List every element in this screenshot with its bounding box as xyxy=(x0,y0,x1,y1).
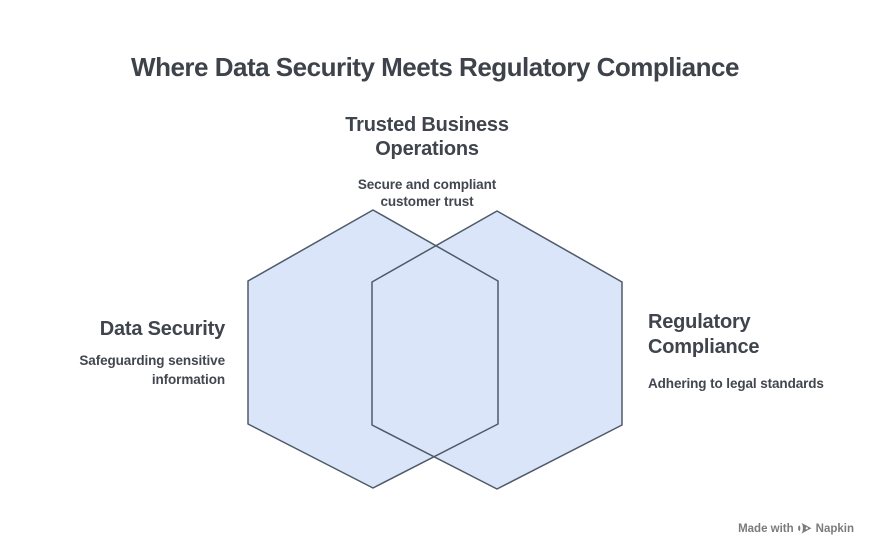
napkin-watermark: Made with Napkin xyxy=(738,522,854,535)
intersection-node-subtitle: Secure and compliant customer trust xyxy=(357,177,497,209)
right-hexagon-fill xyxy=(372,211,622,489)
right-node-title: Regulatory Compliance xyxy=(648,311,760,358)
left-node-subtitle: Safeguarding sensitive information xyxy=(79,353,225,387)
right-node-subtitle: Adhering to legal standards xyxy=(648,376,824,391)
watermark-brand: Napkin xyxy=(815,522,854,535)
left-node-title: Data Security xyxy=(99,318,225,340)
intersection-node-title: Trusted Business Operations xyxy=(345,114,509,160)
left-hexagon-outline xyxy=(247,209,499,489)
right-hexagon-outline xyxy=(371,210,623,490)
napkin-pen-nib-icon xyxy=(797,522,812,535)
watermark-prefix: Made with xyxy=(738,522,794,535)
page-title: Where Data Security Meets Regulatory Com… xyxy=(131,52,739,82)
